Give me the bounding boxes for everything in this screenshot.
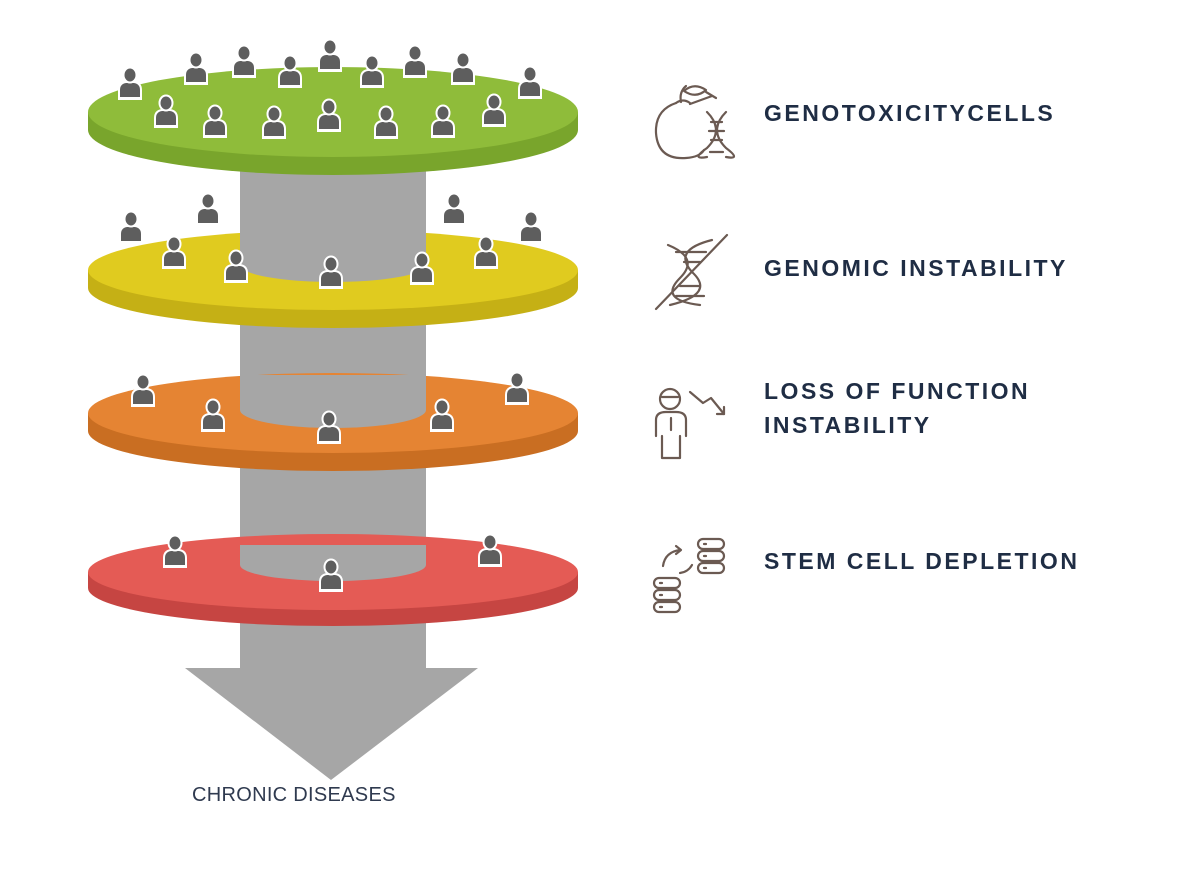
person-icon <box>518 210 544 245</box>
level-label-loss-of-function-line1: LOSS OF FUNCTION <box>764 378 1031 404</box>
person-icon <box>359 54 385 89</box>
level-label-loss-of-function-line2: INSTABILITY <box>764 412 932 438</box>
person-decline-icon <box>654 387 726 460</box>
person-icon <box>277 54 303 89</box>
person-icon <box>130 373 156 408</box>
disk-stem-cell-depletion <box>88 533 578 626</box>
person-icon <box>317 38 343 73</box>
person-icon <box>441 192 467 227</box>
apple-dna-icon <box>654 84 736 160</box>
downward-arrow <box>185 668 478 780</box>
level-label-genotoxicity: GENOTOXICITYCELLS <box>764 100 1056 126</box>
cell-exchange-icon <box>652 537 726 614</box>
person-icon <box>504 371 530 406</box>
person-icon <box>450 51 476 86</box>
broken-dna-icon <box>654 233 729 311</box>
person-icon <box>231 44 257 79</box>
person-icon <box>477 533 503 568</box>
disk-genomic-instability <box>88 192 578 328</box>
person-icon <box>517 65 543 100</box>
person-icon <box>402 44 428 79</box>
person-icon <box>183 51 209 86</box>
person-icon <box>118 210 144 245</box>
level-label-genomic-instability: GENOMIC INSTABILITY <box>764 255 1068 281</box>
disk-loss-of-function <box>88 371 578 471</box>
person-icon <box>117 66 143 101</box>
person-icon <box>162 534 188 569</box>
disk-genotoxicity <box>88 38 578 175</box>
outcome-label: CHRONIC DISEASES <box>192 784 396 806</box>
level-label-stem-cell-depletion: STEM CELL DEPLETION <box>764 548 1080 574</box>
person-icon <box>195 192 221 227</box>
